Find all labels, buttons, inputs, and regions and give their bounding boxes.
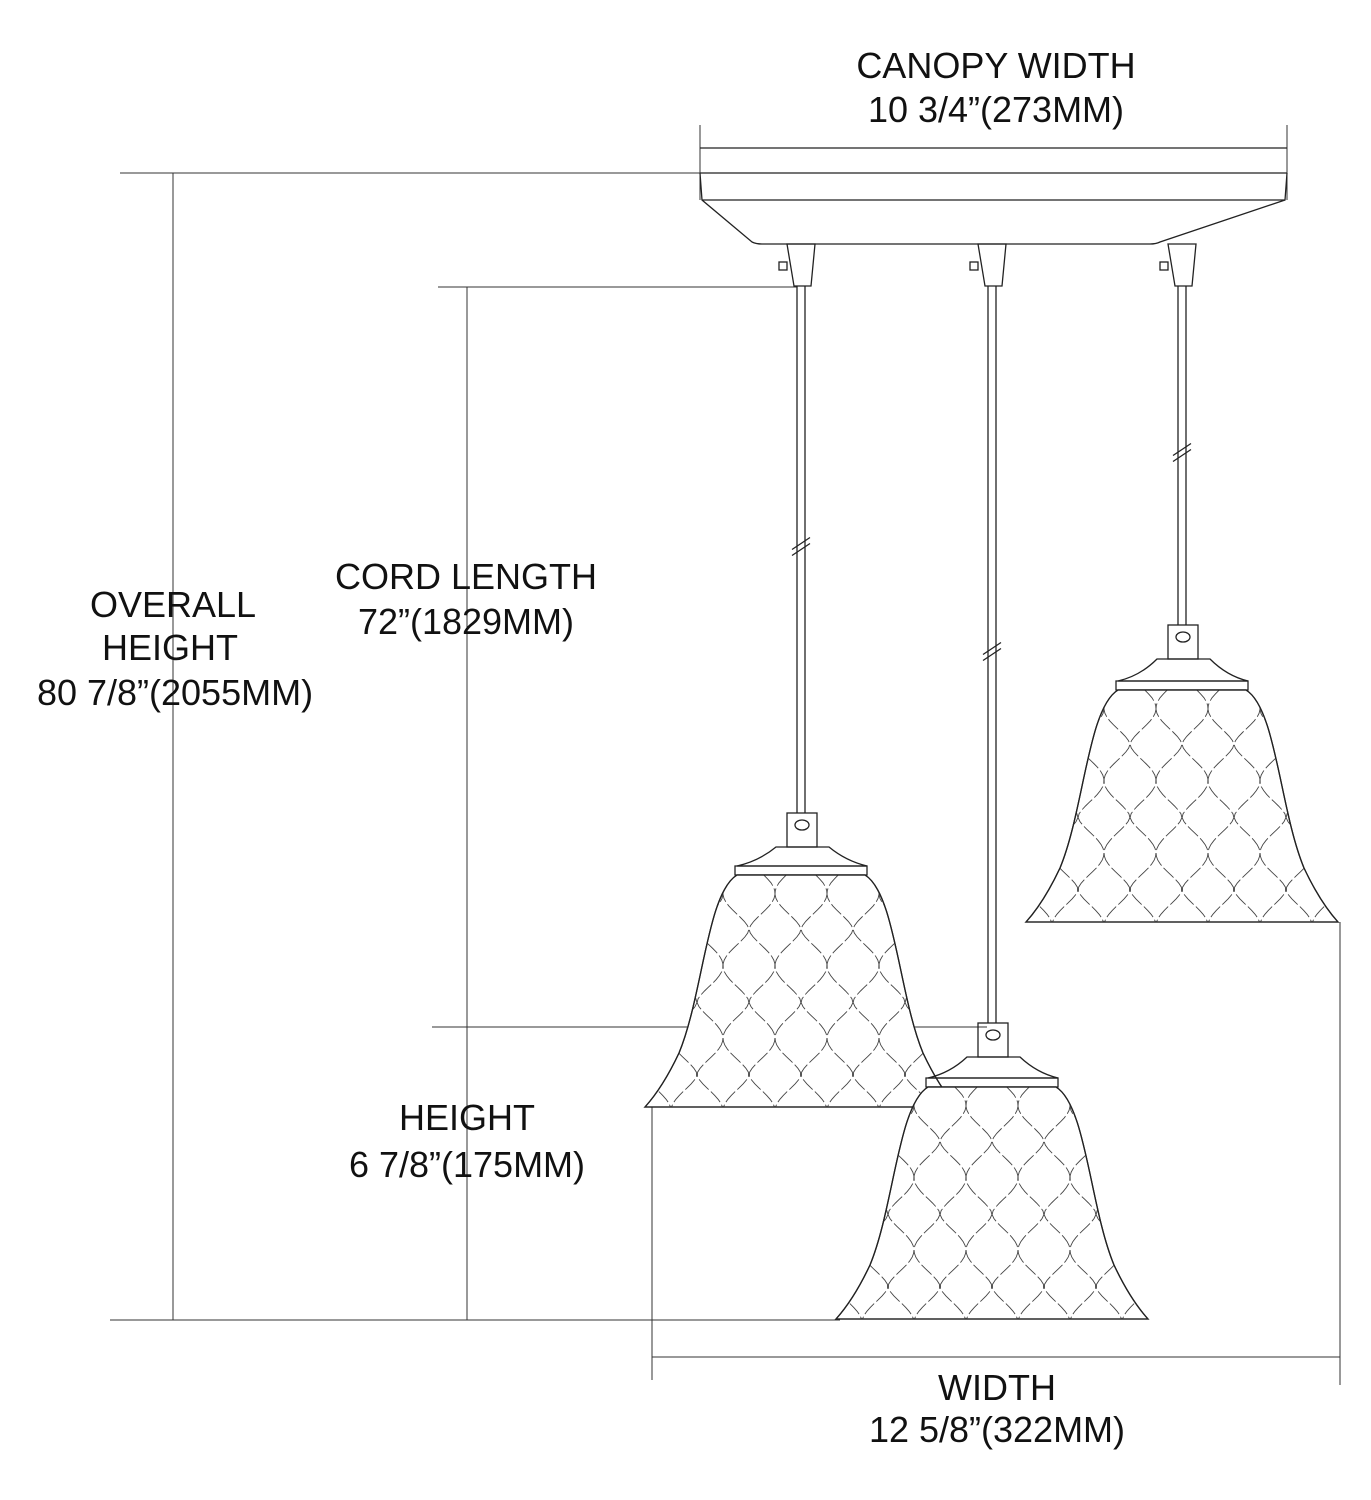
shade-cap — [1117, 658, 1249, 682]
cord-length-title: CORD LENGTH — [335, 556, 597, 597]
labels: CANOPY WIDTH 10 3/4”(273MM) OVERALL HEIG… — [37, 45, 1136, 1450]
set-screw-icon — [969, 261, 979, 271]
height-value: 6 7/8”(175MM) — [349, 1144, 585, 1185]
cord-break-mark — [1172, 442, 1192, 463]
shade-cap — [927, 1056, 1059, 1079]
canopy-width-value: 10 3/4”(273MM) — [868, 89, 1124, 130]
glass-shade — [643, 874, 959, 1108]
cord-connector — [786, 243, 816, 287]
width-title: WIDTH — [938, 1367, 1056, 1408]
shade-cap — [736, 846, 868, 867]
cord-connector — [977, 243, 1007, 287]
screw-icon — [794, 819, 810, 831]
screw-icon — [1175, 631, 1191, 643]
overall-height-title-line1: OVERALL — [90, 584, 256, 625]
glass-shade — [1024, 689, 1340, 923]
canopy — [699, 147, 1288, 245]
shade-rim — [734, 865, 868, 876]
glass-shade — [834, 1086, 1150, 1320]
cord-break-mark — [982, 641, 1002, 662]
canopy-width-title: CANOPY WIDTH — [856, 45, 1135, 86]
set-screw-icon — [778, 261, 788, 271]
height-title: HEIGHT — [399, 1097, 535, 1138]
pendant-left — [643, 243, 959, 1108]
set-screw-icon — [1159, 261, 1169, 271]
pendant-right — [1024, 243, 1340, 923]
pendants — [643, 243, 1340, 1320]
cord-connector — [1167, 243, 1197, 287]
shade-rim — [1115, 680, 1249, 691]
cord-break-mark — [791, 536, 811, 557]
width-value: 12 5/8”(322MM) — [869, 1409, 1125, 1450]
overall-height-title-line2: HEIGHT — [102, 627, 238, 668]
shade-rim — [925, 1077, 1059, 1088]
screw-icon — [985, 1029, 1001, 1041]
overall-height-value: 80 7/8”(2055MM) — [37, 672, 313, 713]
cord-length-value: 72”(1829MM) — [358, 601, 574, 642]
